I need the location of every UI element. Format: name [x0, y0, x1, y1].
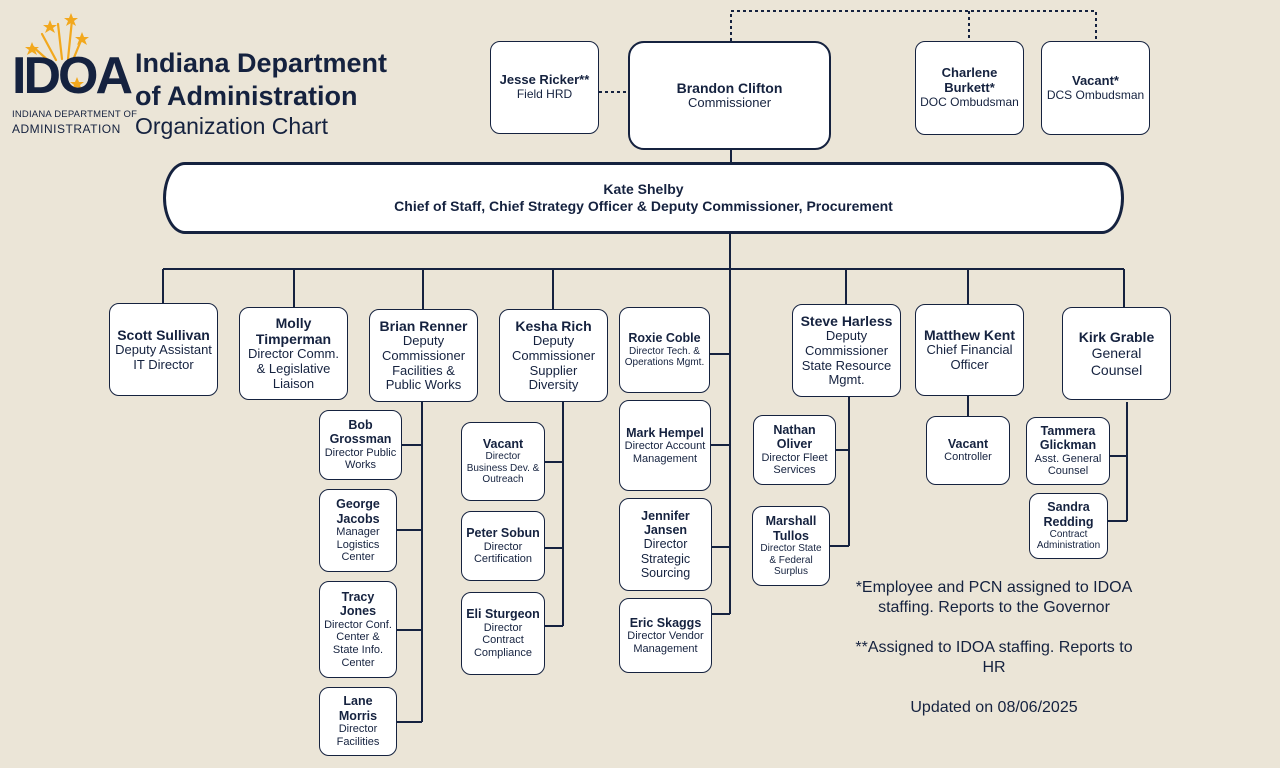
- person-title: Director Contract Compliance: [473, 621, 533, 659]
- person-name: Steve Harless: [800, 312, 893, 329]
- org-box-marshall-tullos: Marshall Tullos Director State & Federal…: [752, 506, 830, 586]
- person-name: Matthew Kent: [924, 327, 1015, 344]
- org-box-eric-skaggs: Eric Skaggs Director Vendor Management: [619, 598, 712, 673]
- org-box-george-jacobs: George Jacobs Manager Logistics Center: [319, 489, 397, 572]
- person-name: Jennifer Jansen: [641, 508, 690, 537]
- person-title: Director Tech. & Operations Mgmt.: [624, 345, 705, 369]
- person-name: Brian Renner: [379, 317, 468, 334]
- person-title: Deputy Assistant IT Director: [115, 341, 212, 372]
- person-title: Chief of Staff, Chief Strategy Officer &…: [394, 198, 893, 214]
- person-title: DOC Ombudsman: [920, 95, 1019, 110]
- person-title: Director Vendor Management: [627, 630, 704, 655]
- person-title: Field HRD: [516, 87, 573, 102]
- person-name: Peter Sobun: [466, 526, 540, 541]
- person-title: Chief Financial Officer: [926, 342, 1013, 373]
- org-box-kirk-grable: Kirk Grable General Counsel: [1062, 307, 1171, 400]
- person-name: Bob Grossman: [329, 417, 392, 447]
- org-box-vacant-controller: Vacant Controller: [926, 416, 1010, 485]
- person-name: Jesse Ricker**: [499, 72, 590, 88]
- person-title: Manager Logistics Center: [336, 525, 380, 564]
- person-title: Asst. General Counsel: [1034, 452, 1102, 478]
- person-name: Molly Timperman: [255, 315, 332, 348]
- person-name: Tammera Glickman: [1039, 423, 1097, 453]
- org-box-matthew-kent: Matthew Kent Chief Financial Officer: [915, 304, 1024, 396]
- person-name: Kate Shelby: [603, 180, 684, 197]
- person-title: Director Business Dev. & Outreach: [466, 451, 540, 486]
- org-box-jennifer-jansen: Jennifer Jansen Director Strategic Sourc…: [619, 498, 712, 591]
- org-box-kesha-rich: Kesha Rich Deputy Commissioner Supplier …: [499, 309, 608, 402]
- org-box-tammera-glickman: Tammera Glickman Asst. General Counsel: [1026, 417, 1110, 485]
- person-name: Kirk Grable: [1078, 329, 1155, 346]
- logo-subtitle-line1: INDIANA DEPARTMENT OF: [12, 109, 138, 120]
- idoa-logo-icon: [25, 13, 89, 90]
- org-box-nathan-oliver: Nathan Oliver Director Fleet Services: [753, 415, 836, 485]
- person-title: Deputy Commissioner Supplier Diversity: [511, 332, 596, 393]
- person-name: Lane Morris: [338, 694, 378, 723]
- org-box-steve-harless: Steve Harless Deputy Commissioner State …: [792, 304, 901, 397]
- person-name: Vacant: [482, 437, 524, 452]
- person-name: Eli Sturgeon: [466, 607, 540, 622]
- person-name: Mark Hempel: [626, 425, 704, 440]
- org-box-sandra-redding: Sandra Redding Contract Administration: [1029, 493, 1108, 559]
- person-title: Director Fleet Services: [761, 451, 828, 477]
- org-box-mark-hempel: Mark Hempel Director Account Management: [619, 400, 711, 491]
- person-name: Scott Sullivan: [117, 326, 210, 343]
- person-title: Director Facilities: [336, 723, 380, 748]
- org-box-kate-shelby: Kate Shelby Chief of Staff, Chief Strate…: [163, 162, 1124, 234]
- org-box-vacant-business-dev: Vacant Director Business Dev. & Outreach: [461, 422, 545, 501]
- org-box-bob-grossman: Bob Grossman Director Public Works: [319, 410, 402, 480]
- person-title: DCS Ombudsman: [1046, 87, 1145, 102]
- logo-text: IDOA: [12, 47, 133, 105]
- person-name: Charlene Burkett*: [941, 65, 998, 96]
- footnote-employee: *Employee and PCN assigned to IDOA staff…: [855, 579, 1133, 616]
- person-title: Deputy Commissioner State Resource Mgmt.: [801, 327, 892, 388]
- org-box-jesse-ricker: Jesse Ricker** Field HRD: [490, 41, 599, 134]
- org-box-tracy-jones: Tracy Jones Director Conf. Center & Stat…: [319, 581, 397, 678]
- org-box-roxie-coble: Roxie Coble Director Tech. & Operations …: [619, 307, 710, 393]
- page-subtitle: Organization Chart: [135, 113, 329, 139]
- person-name: Sandra Redding: [1043, 500, 1094, 529]
- person-title: Director Conf. Center & State Info. Cent…: [324, 618, 392, 669]
- title-line2: of Administration: [135, 80, 358, 111]
- person-name: Vacant: [947, 436, 989, 451]
- footnotes: *Employee and PCN assigned to IDOA staff…: [850, 578, 1138, 738]
- person-name: Roxie Coble: [628, 331, 701, 346]
- page-title: Indiana Department of Administration: [135, 47, 387, 113]
- person-name: Vacant*: [1072, 72, 1119, 88]
- person-name: Eric Skaggs: [629, 615, 702, 630]
- person-name: George Jacobs: [336, 497, 380, 526]
- org-box-molly-timperman: Molly Timperman Director Comm. & Legisla…: [239, 307, 348, 400]
- updated-date: Updated on 08/06/2025: [910, 699, 1078, 716]
- org-box-brandon-clifton: Brandon Clifton Commissioner: [628, 41, 831, 150]
- person-name: Tracy Jones: [339, 589, 377, 619]
- person-title: Director Certification: [473, 540, 533, 566]
- org-box-peter-sobun: Peter Sobun Director Certification: [461, 511, 545, 581]
- title-line1: Indiana Department: [135, 48, 388, 78]
- person-title: Controller: [944, 451, 992, 464]
- person-title: Deputy Commissioner Facilities & Public …: [381, 332, 466, 393]
- person-title: Director Comm. & Legislative Liaison: [247, 346, 339, 392]
- person-title: Contract Administration: [1036, 528, 1101, 552]
- org-box-brian-renner: Brian Renner Deputy Commissioner Facilit…: [369, 309, 478, 402]
- footnote-assigned: **Assigned to IDOA staffing. Reports to …: [855, 639, 1133, 676]
- org-box-scott-sullivan: Scott Sullivan Deputy Assistant IT Direc…: [109, 303, 218, 396]
- org-box-vacant-dcs: Vacant* DCS Ombudsman: [1041, 41, 1150, 135]
- person-title: Director Strategic Sourcing: [640, 537, 691, 581]
- person-title: Director Account Management: [624, 440, 706, 465]
- person-name: Nathan Oliver: [773, 422, 816, 452]
- org-box-charlene-burkett: Charlene Burkett* DOC Ombudsman: [915, 41, 1024, 135]
- person-name: Brandon Clifton: [676, 79, 783, 96]
- person-title: Director State & Federal Surplus: [760, 543, 822, 578]
- org-box-lane-morris: Lane Morris Director Facilities: [319, 687, 397, 756]
- person-title: General Counsel: [1090, 345, 1143, 378]
- person-name: Marshall Tullos: [765, 514, 817, 543]
- person-title: Director Public Works: [324, 446, 397, 472]
- org-box-eli-sturgeon: Eli Sturgeon Director Contract Complianc…: [461, 592, 545, 675]
- logo-subtitle-line2: ADMINISTRATION: [12, 122, 121, 136]
- person-name: Kesha Rich: [515, 317, 592, 334]
- person-title: Commissioner: [687, 95, 772, 111]
